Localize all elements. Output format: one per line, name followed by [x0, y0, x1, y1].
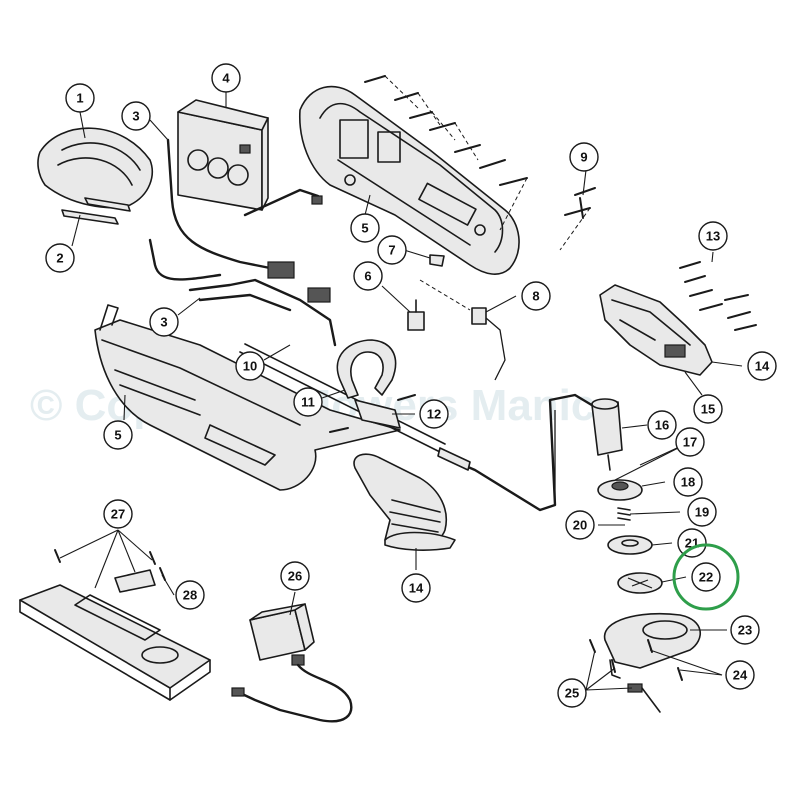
svg-text:25: 25 — [565, 686, 579, 701]
battery-pack — [177, 99, 269, 211]
auxiliary-handle — [336, 339, 401, 429]
spring — [617, 507, 631, 521]
svg-text:24: 24 — [733, 668, 748, 683]
switch-bracket — [407, 299, 425, 331]
svg-text:28: 28 — [183, 588, 197, 603]
base-plate — [19, 549, 211, 701]
callout-3-lower: 3 — [149, 307, 179, 337]
lower-housing — [94, 304, 401, 491]
svg-text:14: 14 — [755, 359, 770, 374]
callout-15: 15 — [693, 394, 723, 424]
callout-5-upper: 5 — [350, 213, 380, 243]
callout-6: 6 — [353, 261, 383, 291]
motor-lead-wire — [438, 393, 602, 512]
small-clip — [429, 254, 445, 267]
svg-text:3: 3 — [160, 315, 167, 330]
callout-24: 24 — [725, 660, 755, 690]
callout-10: 10 — [235, 351, 265, 381]
single-screw — [579, 197, 584, 219]
spool — [607, 535, 653, 555]
callout-22: 22 — [691, 562, 721, 592]
cover-rails — [61, 197, 131, 225]
callout-12: 12 — [419, 399, 449, 429]
svg-text:9: 9 — [580, 150, 587, 165]
switch — [419, 279, 506, 381]
shaft-tube — [239, 343, 471, 471]
callout-4: 4 — [211, 63, 241, 93]
svg-text:10: 10 — [243, 359, 257, 374]
svg-text:15: 15 — [701, 402, 715, 417]
callout-17: 17 — [675, 427, 705, 457]
svg-text:18: 18 — [681, 475, 695, 490]
callout-13: 13 — [698, 221, 728, 251]
callout-9: 9 — [569, 142, 599, 172]
battery-cover — [37, 127, 154, 209]
svg-text:14: 14 — [409, 581, 424, 596]
motor-housing-half — [599, 284, 713, 376]
svg-text:5: 5 — [114, 428, 121, 443]
svg-text:8: 8 — [532, 289, 539, 304]
callout-11: 11 — [293, 387, 323, 417]
callout-19: 19 — [687, 497, 717, 527]
spool-hub — [597, 479, 643, 501]
motor — [591, 398, 623, 471]
callout-26: 26 — [280, 561, 310, 591]
callout-28: 28 — [175, 580, 205, 610]
svg-text:22: 22 — [699, 570, 713, 585]
svg-text:3: 3 — [132, 109, 139, 124]
callout-14-upper: 14 — [747, 351, 777, 381]
svg-text:16: 16 — [655, 418, 669, 433]
callout-8: 8 — [521, 281, 551, 311]
callout-20: 20 — [565, 510, 595, 540]
svg-text:12: 12 — [427, 407, 441, 422]
clamp-screws — [329, 394, 416, 433]
callout-14-lower: 14 — [401, 573, 431, 603]
svg-text:26: 26 — [288, 569, 302, 584]
svg-text:4: 4 — [222, 71, 230, 86]
callout-16: 16 — [647, 410, 677, 440]
housing-screws — [364, 75, 596, 251]
motor-housing-screws — [679, 261, 757, 331]
upper-housing — [299, 85, 520, 275]
callout-21: 21 — [677, 528, 707, 558]
svg-text:27: 27 — [111, 507, 125, 522]
svg-text:13: 13 — [706, 229, 720, 244]
svg-text:17: 17 — [683, 435, 697, 450]
guard-plate — [603, 612, 701, 679]
callout-27: 27 — [103, 499, 133, 529]
highlight-ring-22 — [672, 543, 740, 611]
svg-text:2: 2 — [56, 251, 63, 266]
svg-text:20: 20 — [573, 518, 587, 533]
svg-text:11: 11 — [301, 395, 315, 410]
svg-text:23: 23 — [738, 623, 752, 638]
spool-cap — [617, 572, 663, 594]
svg-text:6: 6 — [364, 269, 371, 284]
svg-text:7: 7 — [388, 243, 395, 258]
callout-1: 1 — [65, 83, 95, 113]
charger — [231, 603, 353, 723]
svg-text:5: 5 — [361, 221, 368, 236]
callout-2: 2 — [45, 243, 75, 273]
callout-5-lower: 5 — [103, 420, 133, 450]
svg-text:1: 1 — [76, 91, 83, 106]
callout-3: 3 — [121, 101, 151, 131]
debris-guard — [353, 453, 456, 551]
callout-7: 7 — [377, 235, 407, 265]
callout-23: 23 — [730, 615, 760, 645]
wiring-harness — [148, 138, 337, 347]
callout-25: 25 — [557, 678, 587, 708]
svg-text:19: 19 — [695, 505, 709, 520]
callout-18: 18 — [673, 467, 703, 497]
